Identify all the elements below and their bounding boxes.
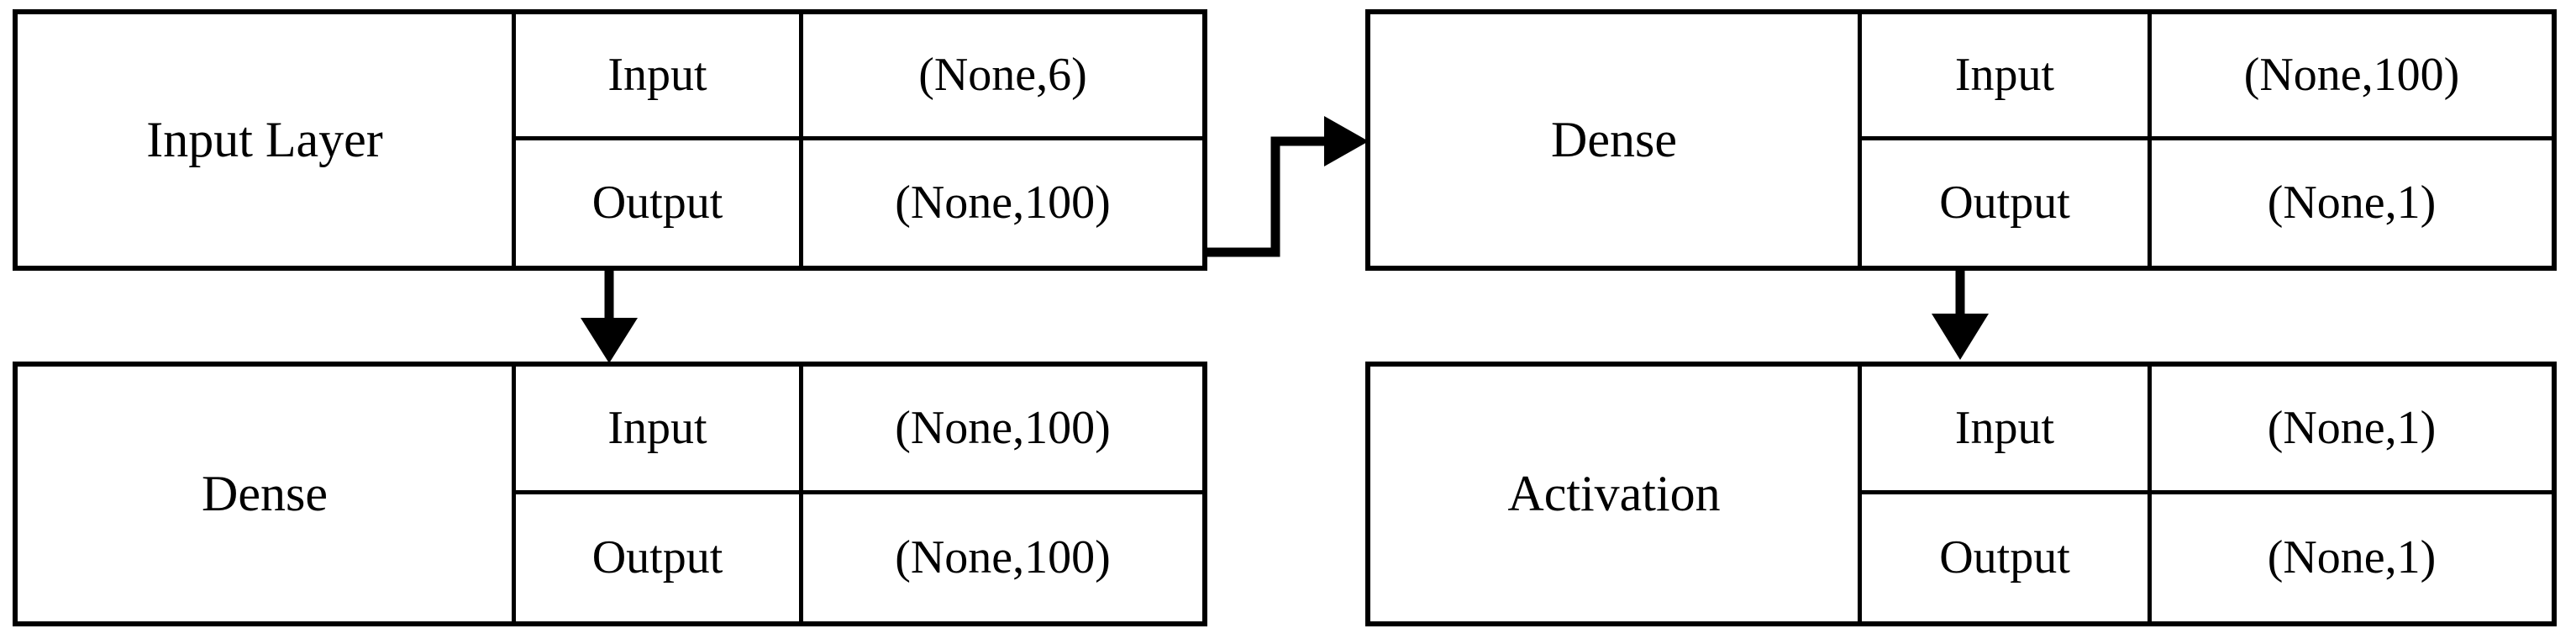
layer-input-shape-input-layer: (None,6)	[918, 48, 1087, 101]
layer-output-label-dense-1: Output	[516, 494, 803, 621]
connector-input-layer-to-dense-1	[581, 271, 638, 363]
layer-name-activation: Activation	[1370, 367, 1862, 621]
layer-name-dense-2: Dense	[1370, 14, 1862, 266]
arrowhead-down-icon	[581, 318, 638, 363]
layer-input-row-dense-2: Input (None,100)	[1862, 14, 2552, 140]
layer-output-row-dense-1: Output (None,100)	[516, 494, 1202, 621]
layer-input-label-activation: Input	[1862, 367, 2152, 490]
layer-output-row-input-layer: Output (None,100)	[516, 140, 1202, 266]
connector-dense-1-to-dense-2	[1207, 116, 1369, 257]
layer-block-activation[interactable]: Activation Input (None,1) Output (None,1…	[1365, 362, 2557, 626]
layer-output-shape-activation: (None,1)	[2267, 531, 2437, 584]
layer-output-label-dense-2: Output	[1862, 140, 2152, 266]
layer-input-shape-dense-2: (None,100)	[2243, 48, 2460, 101]
layer-output-shape-input-layer: (None,100)	[895, 176, 1111, 229]
layer-output-row-dense-2: Output (None,1)	[1862, 140, 2552, 266]
layer-output-label-activation: Output	[1862, 494, 2152, 621]
layer-output-shape-dense-1: (None,100)	[895, 531, 1111, 584]
arrowhead-down-icon	[1932, 314, 1989, 360]
layer-input-label-dense-2: Input	[1862, 14, 2152, 136]
layer-output-label-input-layer: Output	[516, 140, 803, 266]
layer-input-shape-activation: (None,1)	[2267, 401, 2437, 454]
layer-io-table-dense-1: Input (None,100) Output (None,100)	[516, 367, 1202, 621]
layer-name-input-layer: Input Layer	[18, 14, 516, 266]
layer-block-dense-1[interactable]: Dense Input (None,100) Output (None,100)	[13, 362, 1207, 626]
layer-input-row-dense-1: Input (None,100)	[516, 367, 1202, 494]
layer-input-shape-dense-1: (None,100)	[895, 401, 1111, 454]
layer-block-dense-2[interactable]: Dense Input (None,100) Output (None,1)	[1365, 9, 2557, 271]
layer-output-row-activation: Output (None,1)	[1862, 494, 2552, 621]
layer-input-label-dense-1: Input	[516, 367, 803, 490]
layer-input-label-input-layer: Input	[516, 14, 803, 136]
layer-input-row-activation: Input (None,1)	[1862, 367, 2552, 494]
arrowhead-right-icon	[1324, 116, 1369, 166]
layer-block-input-layer[interactable]: Input Layer Input (None,6) Output (None,…	[13, 9, 1207, 271]
layer-io-table-activation: Input (None,1) Output (None,1)	[1862, 367, 2552, 621]
layer-io-table-input-layer: Input (None,6) Output (None,100)	[516, 14, 1202, 266]
layer-name-dense-1: Dense	[18, 367, 516, 621]
layer-input-row-input-layer: Input (None,6)	[516, 14, 1202, 140]
connector-dense-2-to-activation	[1932, 271, 1989, 360]
layer-io-table-dense-2: Input (None,100) Output (None,1)	[1862, 14, 2552, 266]
layer-output-shape-dense-2: (None,1)	[2267, 176, 2437, 229]
